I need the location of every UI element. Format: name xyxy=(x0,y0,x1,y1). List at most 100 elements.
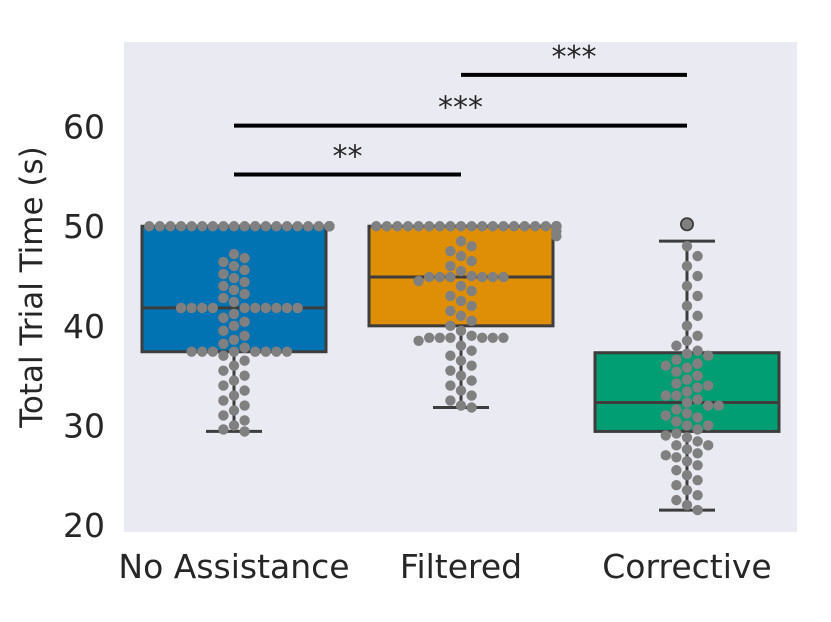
corrective-data-point xyxy=(681,444,693,455)
corrective-data-point xyxy=(660,410,671,421)
filtered-data-point xyxy=(434,221,445,232)
no-assistance-data-point xyxy=(228,420,240,431)
no-assistance-data-point xyxy=(228,284,240,296)
no-assistance-data-point xyxy=(292,302,303,314)
filtered-data-point xyxy=(498,271,509,283)
corrective-data-point xyxy=(681,397,693,408)
x-tick-label: Corrective xyxy=(602,547,771,586)
corrective-data-point xyxy=(692,250,703,262)
corrective-data-point xyxy=(681,484,693,496)
corrective-data-point xyxy=(681,432,693,443)
no-assistance-data-point xyxy=(165,221,176,232)
no-assistance-data-point xyxy=(228,272,240,284)
no-assistance-data-point xyxy=(228,334,240,345)
corrective-data-point xyxy=(681,280,693,292)
no-assistance-data-point xyxy=(197,221,208,232)
no-assistance-data-point xyxy=(250,346,261,357)
no-assistance-data-point xyxy=(154,221,165,232)
no-assistance-data-point xyxy=(218,338,229,349)
no-assistance-data-point xyxy=(239,330,250,342)
no-assistance-data-point xyxy=(228,296,240,308)
corrective-data-point xyxy=(671,378,682,389)
corrective-data-point xyxy=(703,400,714,411)
no-assistance-data-point xyxy=(228,248,240,260)
corrective-data-point xyxy=(692,270,703,282)
corrective-data-point xyxy=(671,440,682,451)
corrective-data-point xyxy=(692,489,703,501)
filtered-data-point xyxy=(540,221,551,232)
filtered-data-point xyxy=(487,271,498,283)
significance-label: ** xyxy=(333,139,363,174)
corrective-data-point xyxy=(671,390,682,401)
corrective-data-point xyxy=(713,400,724,411)
no-assistance-data-point xyxy=(239,342,250,353)
filtered-data-point xyxy=(466,300,477,312)
filtered-data-point xyxy=(434,332,445,343)
no-assistance-data-point xyxy=(239,355,250,366)
no-assistance-data-point xyxy=(218,380,229,391)
no-assistance-data-point xyxy=(292,221,303,232)
corrective-data-point xyxy=(692,290,703,302)
no-assistance-data-point xyxy=(218,292,229,304)
no-assistance-data-point xyxy=(186,302,197,314)
filtered-data-point xyxy=(508,221,520,232)
no-assistance-data-point xyxy=(228,260,240,272)
no-assistance-data-point xyxy=(239,316,250,328)
filtered-data-point xyxy=(455,340,467,351)
no-assistance-data-point xyxy=(271,302,282,314)
no-assistance-data-point xyxy=(239,221,250,232)
filtered-data-point xyxy=(551,231,562,242)
corrective-data-point xyxy=(703,350,714,361)
no-assistance-data-point xyxy=(228,405,240,416)
filtered-data-point xyxy=(392,221,403,232)
no-assistance-data-point xyxy=(218,280,229,292)
no-assistance-data-point xyxy=(271,221,282,232)
filtered-data-point xyxy=(466,360,477,371)
corrective-data-point xyxy=(681,240,693,252)
no-assistance-data-point xyxy=(218,410,229,421)
no-assistance-data-point xyxy=(218,325,229,337)
no-assistance-data-point xyxy=(324,221,335,232)
corrective-data-point xyxy=(681,260,693,272)
corrective-data-point xyxy=(671,479,682,491)
no-assistance-data-point xyxy=(239,370,250,381)
y-tick-label: 60 xyxy=(63,108,105,147)
no-assistance-data-point xyxy=(218,424,229,435)
no-assistance-data-point xyxy=(218,256,229,268)
no-assistance-data-point xyxy=(281,221,293,232)
no-assistance-data-point xyxy=(218,221,229,232)
corrective-data-point xyxy=(692,394,703,405)
corrective-data-point xyxy=(660,430,671,441)
no-assistance-data-point xyxy=(239,400,250,411)
corrective-data-point xyxy=(660,450,671,461)
filtered-data-point xyxy=(424,332,435,343)
no-assistance-data-point xyxy=(175,302,187,314)
corrective-data-point xyxy=(681,374,693,385)
no-assistance-data-point xyxy=(186,346,197,357)
corrective-data-point xyxy=(681,320,693,332)
filtered-data-point xyxy=(445,290,456,302)
corrective-data-point xyxy=(681,335,693,346)
corrective-data-point xyxy=(692,358,703,369)
no-assistance-data-point xyxy=(260,302,271,314)
no-assistance-data-point xyxy=(218,268,229,280)
y-axis-label: Total Trial Time (s) xyxy=(14,146,50,429)
filtered-data-point xyxy=(466,315,477,327)
no-assistance-data-point xyxy=(228,390,240,401)
corrective-data-point xyxy=(660,390,671,401)
x-tick-label: Filtered xyxy=(400,547,522,586)
no-assistance-data-point xyxy=(250,302,261,314)
filtered-data-point xyxy=(466,345,477,356)
filtered-data-point xyxy=(455,250,467,262)
filtered-data-point xyxy=(413,221,424,232)
filtered-data-point xyxy=(445,332,456,343)
no-assistance-data-point xyxy=(228,308,240,320)
corrective-data-point xyxy=(692,436,703,447)
filtered-data-point xyxy=(455,265,467,277)
corrective-data-point xyxy=(692,310,703,322)
corrective-data-point xyxy=(671,494,682,506)
filtered-data-point xyxy=(445,350,456,361)
filtered-data-point xyxy=(487,221,498,232)
filtered-data-point xyxy=(455,400,467,411)
